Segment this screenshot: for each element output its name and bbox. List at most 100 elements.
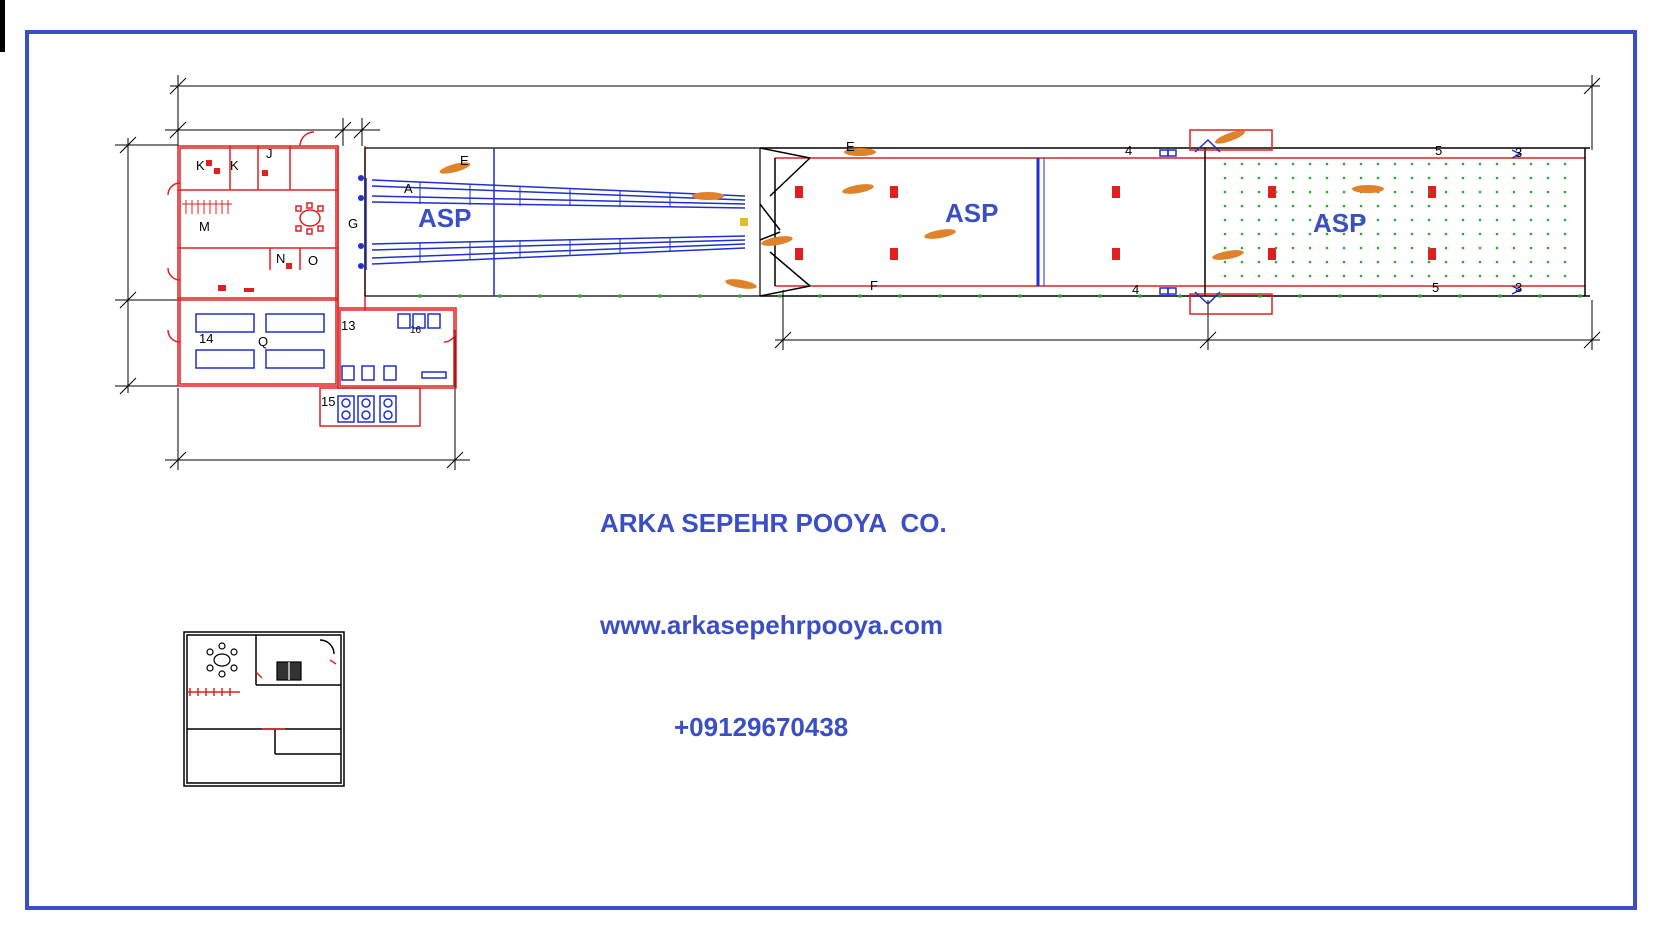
floor-tick (1498, 294, 1502, 298)
floor-dot (1563, 162, 1567, 166)
label-5a: 5 (1435, 143, 1442, 158)
floor-dot (1444, 204, 1448, 208)
stairs (182, 200, 232, 214)
floor-tick (898, 294, 902, 298)
floor-dot (1546, 274, 1550, 278)
floor-dot (1495, 204, 1499, 208)
floor-dot (1376, 162, 1380, 166)
floor-dot (1257, 204, 1261, 208)
floor-dot (1240, 162, 1244, 166)
floor-dot (1240, 246, 1244, 250)
floor-tick (1538, 294, 1542, 298)
floor-dot (1444, 176, 1448, 180)
floor-dot (1257, 260, 1261, 264)
floor-dot (1342, 176, 1346, 180)
floor-dot (1376, 176, 1380, 180)
office-building (167, 131, 457, 427)
floor-dot (1342, 218, 1346, 222)
floor-dot (1342, 246, 1346, 250)
floor-dot (1444, 232, 1448, 236)
floor-dot (1495, 176, 1499, 180)
floor-dot (1529, 190, 1533, 194)
floor-dot (1461, 162, 1465, 166)
floor-dot (1512, 190, 1516, 194)
floor-dot (1461, 218, 1465, 222)
floor-tick (1178, 294, 1182, 298)
floor-dot (1427, 246, 1431, 250)
second-floor-plan (183, 631, 345, 787)
floor-tick (458, 294, 462, 298)
floor-dot (1393, 190, 1397, 194)
floor-dot (1240, 190, 1244, 194)
floor-dot (1478, 176, 1482, 180)
floor-dot (1376, 232, 1380, 236)
vehicle (725, 279, 757, 289)
floor-dot (1512, 274, 1516, 278)
floor-dot (1291, 246, 1295, 250)
floor-dot (1342, 274, 1346, 278)
meeting-table (295, 202, 324, 235)
floor-dot (1478, 162, 1482, 166)
floor-dot (1512, 162, 1516, 166)
floor-dot (1240, 274, 1244, 278)
label-3a: 3 (1515, 145, 1522, 160)
floor-dot (1274, 260, 1278, 264)
room-labels: K K J M N O G Q 13 14 15 16 A E E F 4 4 … (196, 139, 1522, 409)
door-markers (1159, 138, 1522, 306)
vehicle (1214, 130, 1246, 144)
floor-dot (1291, 260, 1295, 264)
floor-dot (1291, 274, 1295, 278)
floor-dot (1257, 232, 1261, 236)
company-phone: +09129670438 (674, 712, 849, 742)
floor-dot (1393, 218, 1397, 222)
floor-dot (1461, 232, 1465, 236)
floor-dot (1495, 274, 1499, 278)
floor-dot (1308, 204, 1312, 208)
floor-dot (1325, 218, 1329, 222)
label-g: G (348, 216, 358, 231)
vehicle (844, 148, 876, 156)
label-k1: K (196, 158, 205, 173)
floor-dot (1223, 162, 1227, 166)
floor-dot (1478, 260, 1482, 264)
floor-dot (1495, 190, 1499, 194)
floor-dot (1223, 204, 1227, 208)
floor-tick (938, 294, 942, 298)
floor-dot (1359, 260, 1363, 264)
floor-tick (498, 294, 502, 298)
floor-dot (1308, 162, 1312, 166)
floor-dot (1410, 246, 1414, 250)
floor-dot (1325, 162, 1329, 166)
floor-dot (1546, 190, 1550, 194)
floor-dot (1461, 190, 1465, 194)
floor-dot (1563, 260, 1567, 264)
floor-dot (1325, 246, 1329, 250)
floor-dot (1308, 218, 1312, 222)
floor-dot (1291, 232, 1295, 236)
floor-dot (1546, 218, 1550, 222)
corner-mark (0, 0, 5, 52)
floor-dot (1410, 204, 1414, 208)
floor-dot (1546, 260, 1550, 264)
floor-dot (1444, 190, 1448, 194)
floor-dot (1512, 246, 1516, 250)
vehicle (692, 192, 724, 200)
floor-tick (1418, 294, 1422, 298)
floor-dot (1444, 260, 1448, 264)
label-o: O (308, 253, 318, 268)
floor-dot (1325, 190, 1329, 194)
floor-dot (1563, 204, 1567, 208)
floor-tick (1258, 294, 1262, 298)
floor-dot (1478, 190, 1482, 194)
floor-dot (1359, 204, 1363, 208)
label-n: N (276, 251, 285, 266)
floor-tick (1458, 294, 1462, 298)
floor-dot (1325, 260, 1329, 264)
drawing-frame (25, 30, 1637, 910)
floor-dot (1376, 218, 1380, 222)
floor-dot (1563, 246, 1567, 250)
floor-dot (1359, 176, 1363, 180)
vehicle (439, 162, 471, 174)
second-floor-details (206, 642, 302, 681)
